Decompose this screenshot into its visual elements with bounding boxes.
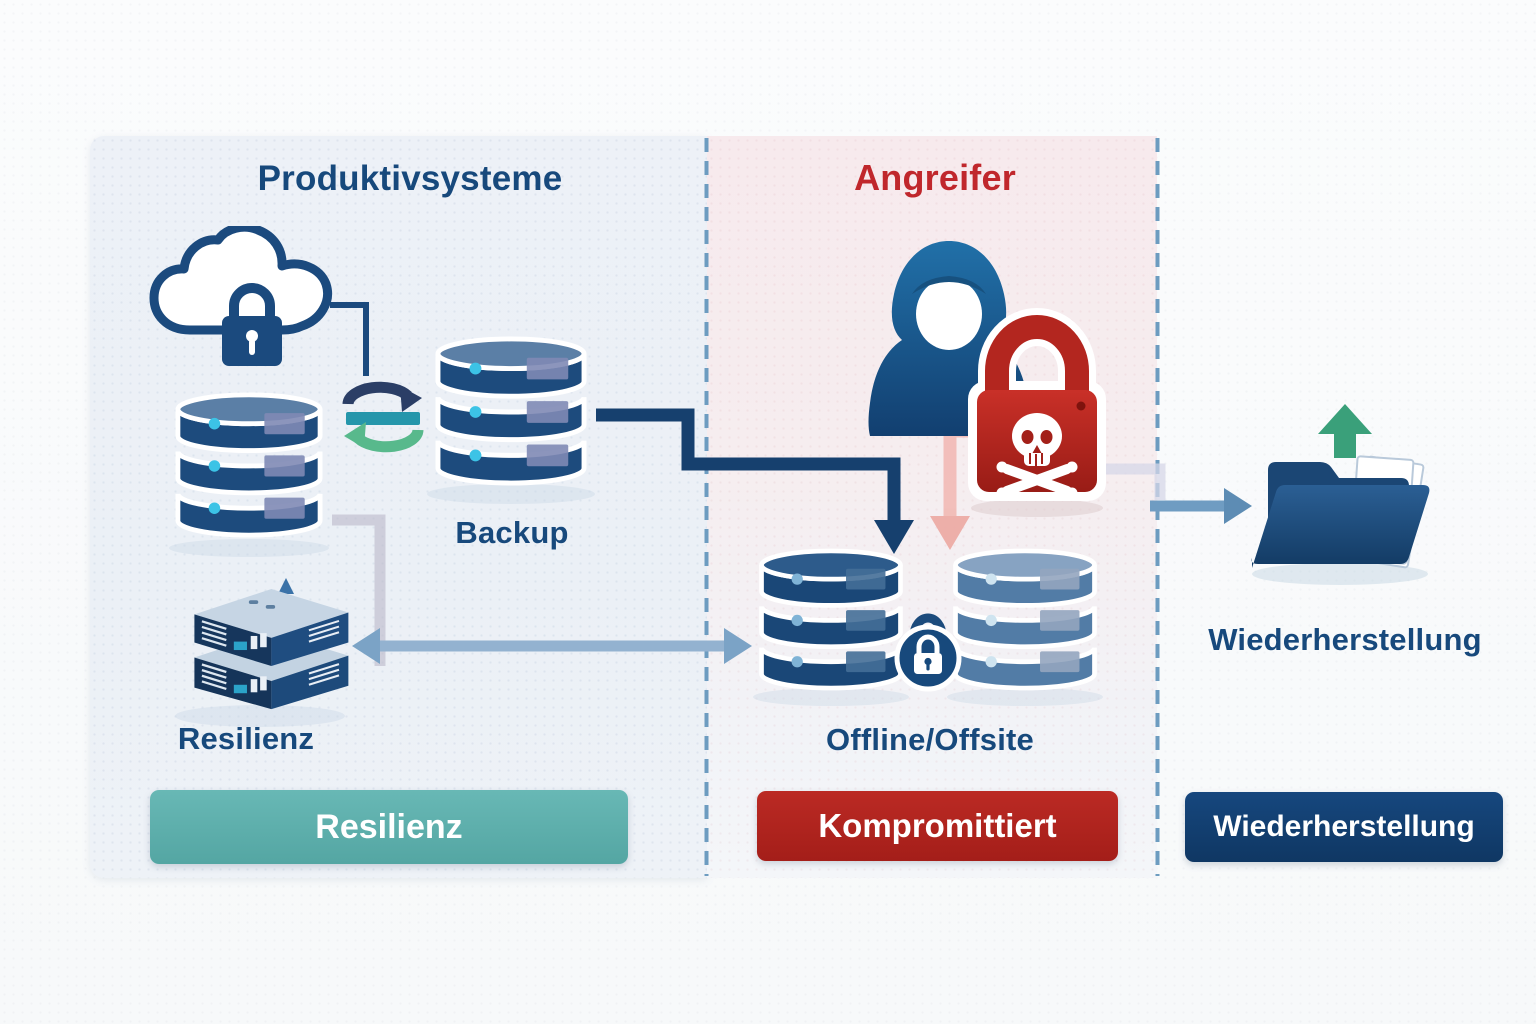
production-title: Produktivsysteme bbox=[257, 159, 563, 198]
server-stack-icon bbox=[194, 589, 349, 710]
restore-arrow-right bbox=[1150, 488, 1252, 524]
green-up-arrow-icon bbox=[1318, 404, 1372, 458]
cloud-shape bbox=[149, 226, 332, 335]
attacker-title: Angreifer bbox=[854, 157, 1016, 198]
production-database-icon bbox=[170, 392, 328, 538]
cloud-lock-keyhole bbox=[246, 330, 258, 342]
offline-database-right-icon bbox=[948, 548, 1102, 691]
compromised-banner: Kompromittiert bbox=[757, 791, 1118, 861]
hacker-face bbox=[916, 278, 982, 350]
hood-brim bbox=[912, 276, 986, 294]
folder-front bbox=[1251, 485, 1430, 568]
sync-icon bbox=[342, 381, 424, 453]
restore-folder-icon bbox=[1251, 404, 1430, 585]
recovery-banner: Wiederherstellung bbox=[1185, 792, 1503, 862]
resilience-label: Resilienz bbox=[177, 721, 315, 756]
backup-database-icon bbox=[430, 336, 592, 486]
offline-offsite-label: Offline/Offsite bbox=[826, 722, 1034, 757]
cloud-lock-shackle bbox=[229, 283, 275, 316]
offline-database-left-icon bbox=[754, 548, 908, 691]
recovery-label: Wiederherstellung bbox=[1208, 622, 1482, 657]
server-slab-top bbox=[194, 589, 349, 666]
resilience-banner: Resilienz bbox=[150, 790, 628, 864]
ransom-shackle bbox=[985, 315, 1089, 397]
backup-label: Backup bbox=[455, 515, 569, 550]
ransomware-lock-icon bbox=[968, 308, 1106, 501]
cloud-lock-icon bbox=[149, 226, 332, 366]
offline-lock-badge-icon bbox=[894, 613, 962, 692]
skull-crossbones-icon bbox=[996, 413, 1078, 499]
